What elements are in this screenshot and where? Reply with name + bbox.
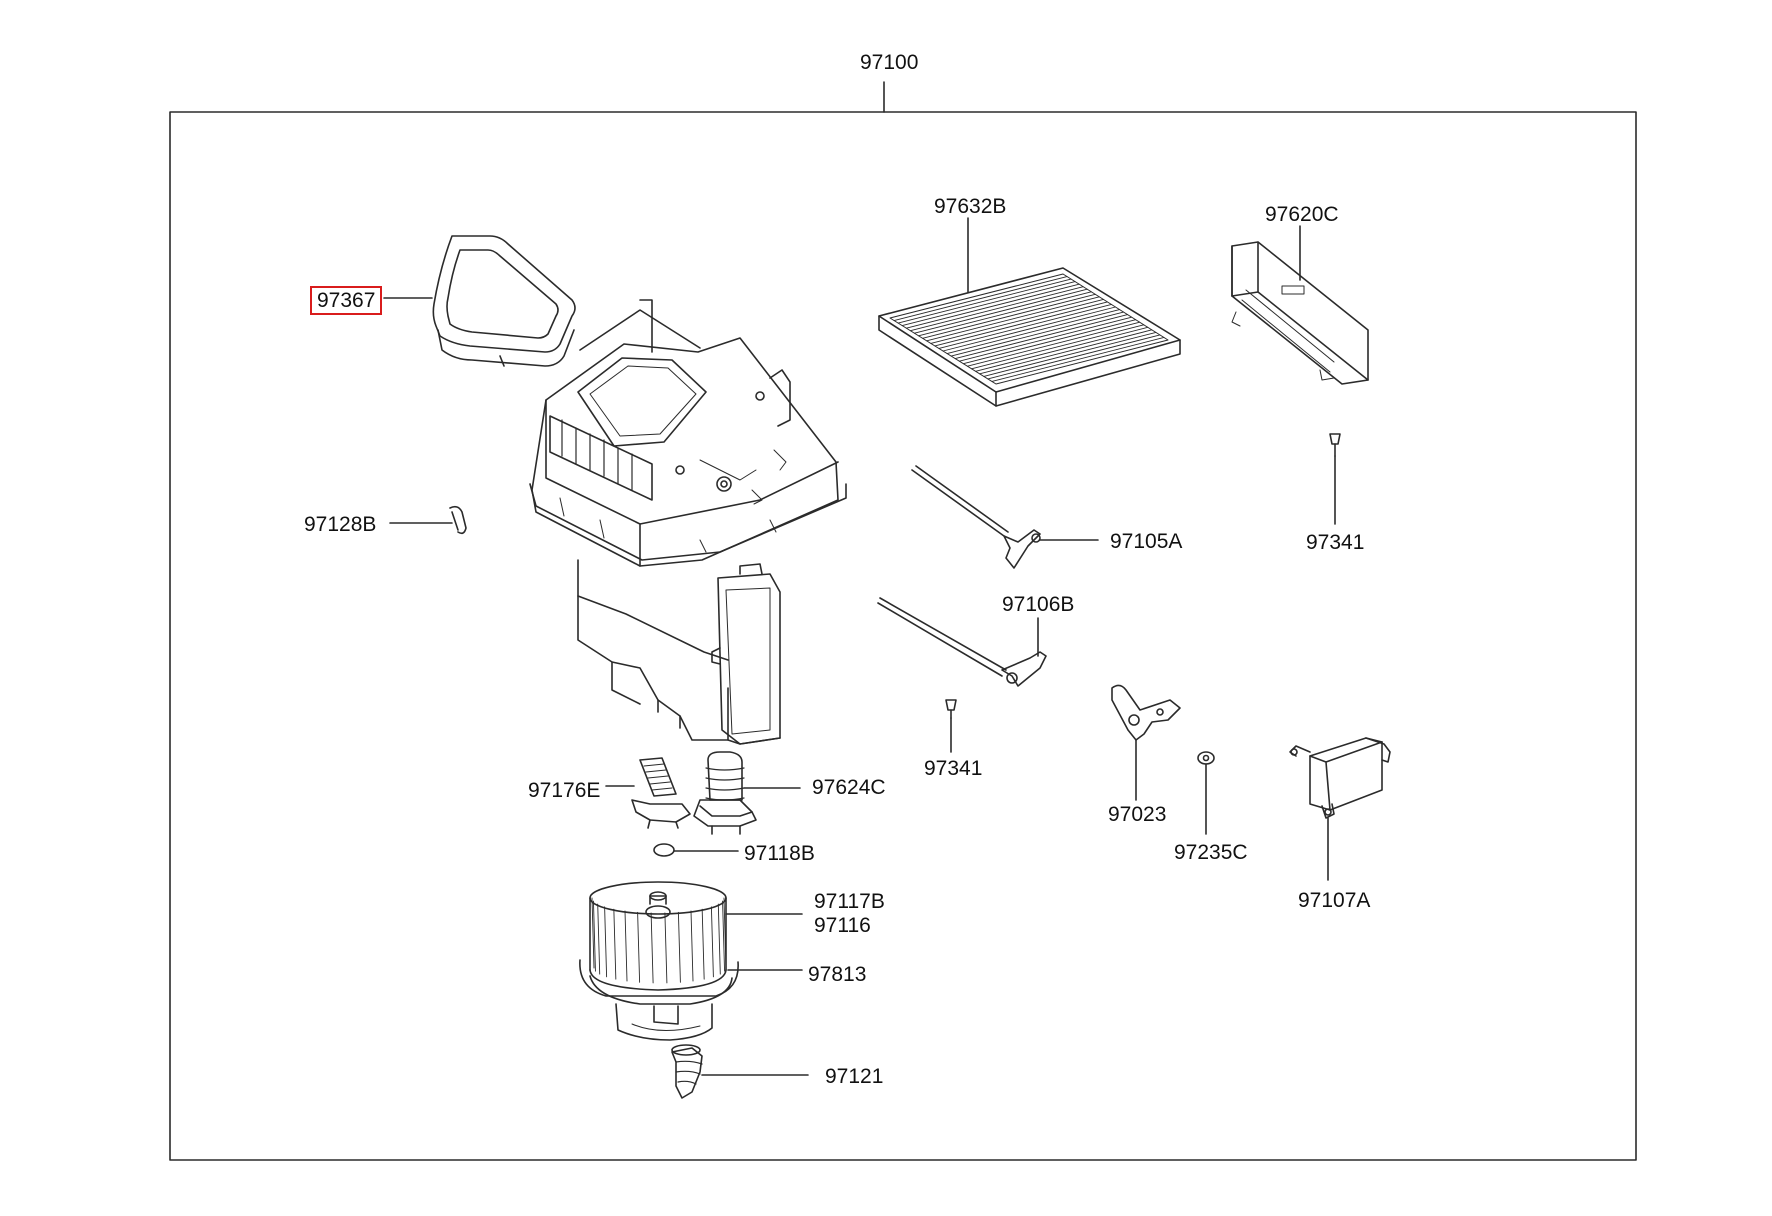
label-97118B[interactable]: 97118B bbox=[744, 842, 815, 865]
label-97023[interactable]: 97023 bbox=[1108, 803, 1167, 826]
clip-97128B-shape[interactable] bbox=[449, 505, 467, 535]
filter-pleat bbox=[930, 298, 1104, 344]
fan-blade bbox=[637, 911, 641, 983]
label-97121[interactable]: 97121 bbox=[825, 1065, 884, 1088]
label-97235C[interactable]: 97235C bbox=[1174, 841, 1248, 864]
lever-97023-shape[interactable] bbox=[1111, 684, 1181, 741]
filter-pleat bbox=[971, 324, 1145, 370]
filter-pleat bbox=[893, 276, 1068, 321]
label-97107A[interactable]: 97107A bbox=[1298, 889, 1371, 912]
filter-pleat bbox=[987, 334, 1161, 380]
fan-blade bbox=[723, 897, 727, 969]
filter-pleat bbox=[909, 286, 1084, 332]
rod-97105A-shape[interactable] bbox=[911, 465, 1041, 569]
label-97128B[interactable]: 97128B bbox=[304, 513, 377, 536]
label-97367[interactable]: 97367 bbox=[310, 286, 383, 315]
filter-pleat bbox=[942, 306, 1116, 352]
filter-pleat bbox=[897, 278, 1072, 324]
filter-pleat bbox=[914, 288, 1088, 334]
fan-blade bbox=[597, 903, 601, 975]
label-97632B[interactable]: 97632B bbox=[934, 195, 1007, 218]
filter-pleat bbox=[983, 331, 1157, 377]
hose-97121-shape[interactable] bbox=[671, 1044, 703, 1099]
filter-pleat bbox=[926, 296, 1100, 342]
washer-97235C-shape[interactable] bbox=[1197, 751, 1215, 765]
filter-pleat bbox=[950, 311, 1125, 357]
fan-blade bbox=[613, 908, 617, 980]
filter-pleat bbox=[901, 281, 1076, 327]
fan-blade bbox=[701, 908, 705, 980]
label-97620C[interactable]: 97620C bbox=[1265, 203, 1339, 226]
filter-pleat bbox=[922, 293, 1096, 339]
rod-97106B-shape[interactable] bbox=[877, 597, 1047, 687]
filter-pleat bbox=[967, 321, 1141, 367]
label-97813[interactable]: 97813 bbox=[808, 963, 867, 986]
gasket-97367-shape[interactable] bbox=[432, 235, 576, 367]
filter-pleat bbox=[991, 337, 1165, 382]
fan-blade bbox=[690, 910, 694, 982]
fan-blade bbox=[591, 897, 595, 969]
fan-blade bbox=[710, 906, 714, 978]
label-97341-center[interactable]: 97341 bbox=[924, 757, 983, 780]
filter-pleat bbox=[958, 316, 1133, 362]
filter-pleat bbox=[934, 301, 1108, 347]
fan-blade bbox=[624, 910, 628, 982]
filter-pleat bbox=[954, 314, 1129, 360]
label-97176E[interactable]: 97176E bbox=[528, 779, 601, 802]
filter-cover-97620C-shape[interactable] bbox=[1231, 241, 1369, 385]
cabin-filter-97632B-shape[interactable] bbox=[878, 267, 1181, 407]
blower-wheel-shape[interactable] bbox=[579, 881, 739, 1041]
label-97117B[interactable]: 97117B bbox=[814, 890, 885, 913]
filter-pleat bbox=[918, 291, 1092, 337]
fan-blade bbox=[722, 900, 726, 972]
screw-97341-right-shape[interactable] bbox=[1329, 433, 1341, 457]
fan-blade bbox=[592, 900, 596, 972]
fan-blade bbox=[604, 906, 608, 978]
label-97116[interactable]: 97116 bbox=[814, 914, 871, 937]
resistor-97176E-shape[interactable] bbox=[631, 757, 691, 829]
fan-blade bbox=[677, 911, 681, 983]
label-97106B[interactable]: 97106B bbox=[1002, 593, 1075, 616]
blower-case-shape[interactable] bbox=[529, 299, 847, 745]
label-97105A[interactable]: 97105A bbox=[1110, 530, 1183, 553]
label-97100: 97100 bbox=[860, 51, 919, 74]
oring-97118B-shape[interactable] bbox=[653, 843, 675, 857]
filter-pleat bbox=[979, 329, 1153, 375]
fan-blade bbox=[650, 912, 654, 984]
filter-pleat bbox=[938, 304, 1112, 349]
actuator-97107A-shape[interactable] bbox=[1289, 737, 1391, 819]
screw-97341-center-shape[interactable] bbox=[945, 699, 957, 719]
label-97624C[interactable]: 97624C bbox=[812, 776, 886, 799]
filter-pleat bbox=[962, 319, 1137, 365]
assembly-frame bbox=[169, 111, 1637, 1161]
filter-pleat bbox=[905, 283, 1080, 329]
filter-pleat bbox=[946, 309, 1120, 354]
label-97341-right[interactable]: 97341 bbox=[1306, 531, 1365, 554]
module-97624C-shape[interactable] bbox=[693, 751, 757, 835]
fan-blade bbox=[664, 912, 668, 984]
filter-pleat bbox=[975, 326, 1149, 372]
fan-blade bbox=[717, 903, 721, 975]
